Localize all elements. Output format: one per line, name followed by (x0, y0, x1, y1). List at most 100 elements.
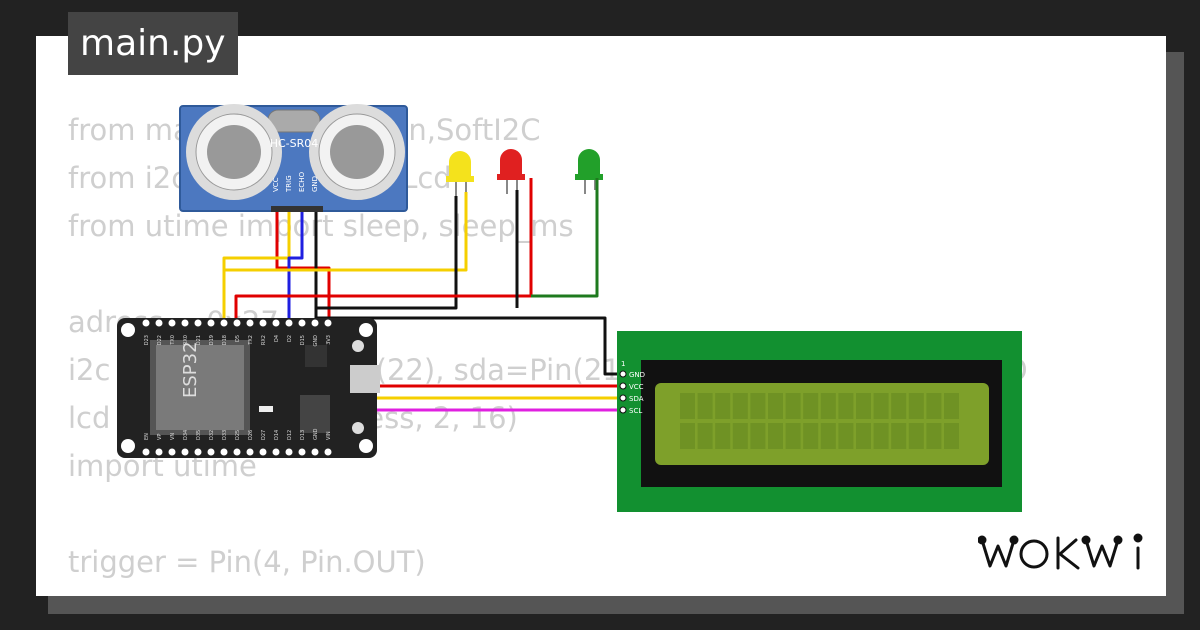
lcd-cell (768, 393, 783, 419)
esp32-top-pin[interactable] (220, 319, 228, 327)
lcd-cell (908, 423, 924, 449)
ultrasonic-sensor[interactable]: HC-SR04 VCC TRIG ECHO GND (179, 104, 408, 212)
lcd-pin[interactable] (619, 382, 627, 390)
lcd-pin[interactable] (619, 370, 627, 378)
esp32-pin-label: D26 (248, 430, 254, 440)
esp32-pin-label: VN (170, 433, 176, 440)
code-line: from utime import sleep, sleep_ms (68, 209, 574, 243)
wire-yellow-led (224, 192, 468, 272)
esp32-bottom-pin[interactable] (285, 448, 293, 456)
esp32-pin-label: D21 (196, 335, 202, 345)
wire-blue-echo (287, 212, 304, 320)
lcd-cell (785, 423, 801, 449)
esp32-pin-label: GND (313, 335, 319, 347)
sensor-pin-label: VCC (272, 177, 280, 192)
esp32-bottom-pin[interactable] (298, 448, 306, 456)
esp32-pin-label: EN (144, 433, 150, 440)
wire-red (275, 212, 331, 320)
wire-yellow-trig (222, 212, 291, 320)
lcd-cell (873, 423, 889, 449)
esp32-pin-label: D4 (274, 335, 280, 342)
esp32-bottom-pin[interactable] (168, 448, 176, 456)
esp32-top-pin[interactable] (142, 319, 150, 327)
lcd-cell (768, 423, 783, 449)
esp32-top-pin[interactable] (311, 319, 319, 327)
esp32-bottom-pin[interactable] (181, 448, 189, 456)
lcd-cell (873, 393, 889, 419)
lcd-cell (856, 393, 871, 419)
lcd-cell (697, 393, 713, 419)
lcd-cell (715, 393, 731, 419)
esp32-bottom-pin[interactable] (324, 448, 332, 456)
esp32-pin-label: D27 (261, 430, 267, 440)
lcd-cell (820, 393, 836, 419)
led-red[interactable] (497, 149, 525, 194)
lcd-cell (750, 423, 766, 449)
esp32-top-pin[interactable] (233, 319, 241, 327)
esp32-pin-label: D23 (144, 335, 150, 345)
esp32-pin-label: VIN (326, 431, 332, 440)
lcd-cell (820, 423, 836, 449)
sensor-pin-label: GND (311, 176, 319, 192)
esp32-bottom-pin[interactable] (142, 448, 150, 456)
lcd-cell (838, 393, 854, 419)
esp32-bottom-pin[interactable] (194, 448, 202, 456)
lcd-cell (785, 393, 801, 419)
lcd-cell (803, 393, 819, 419)
lcd-cell (944, 423, 959, 449)
wire-black-lcd (316, 316, 622, 376)
led-green[interactable] (575, 149, 603, 194)
esp32-pin-label: 3V3 (326, 335, 332, 345)
lcd-cell (891, 423, 907, 449)
esp32-bottom-pin[interactable] (207, 448, 215, 456)
wire-red-led (234, 178, 533, 320)
esp32-bottom-pin[interactable] (311, 448, 319, 456)
esp32-pin-label: D15 (300, 335, 306, 345)
lcd-cell (750, 393, 766, 419)
esp32-bottom-pin[interactable] (272, 448, 280, 456)
esp32-label: ESP32 (180, 341, 201, 398)
esp32-board[interactable]: ESP32 (117, 318, 380, 458)
esp32-top-pin[interactable] (181, 319, 189, 327)
esp32-bottom-pin[interactable] (246, 448, 254, 456)
lcd-pin[interactable] (619, 406, 627, 414)
esp32-pin-label: D34 (183, 430, 189, 440)
esp32-top-pin[interactable] (285, 319, 293, 327)
esp32-pin-label: D33 (222, 430, 228, 440)
lcd-cell (697, 423, 713, 449)
esp32-top-pin[interactable] (298, 319, 306, 327)
lcd-cell (908, 393, 924, 419)
code-line: echo = Pin(2, Pin.IN) (68, 586, 1028, 596)
esp32-pin-label: D5 (235, 335, 241, 342)
lcd-character-grid (680, 393, 959, 449)
sensor-pin-label: ECHO (298, 171, 306, 192)
file-tab[interactable]: main.py (68, 12, 238, 75)
esp32-top-pin[interactable] (259, 319, 267, 327)
lcd-pin-label: VCC (629, 383, 644, 391)
lcd-cell (732, 423, 748, 449)
sensor-pin-label: TRIG (285, 175, 293, 193)
sensor-label: HC-SR04 (270, 137, 319, 150)
esp32-bottom-pin[interactable] (259, 448, 267, 456)
esp32-top-pin[interactable] (168, 319, 176, 327)
esp32-top-pin[interactable] (272, 319, 280, 327)
esp32-top-pin[interactable] (324, 319, 332, 327)
esp32-pin-label: D19 (209, 335, 215, 345)
esp32-bottom-pin[interactable] (155, 448, 163, 456)
esp32-top-pin[interactable] (155, 319, 163, 327)
lcd-pin-label: SDA (629, 395, 644, 403)
lcd-pin-number: 1 (621, 360, 625, 368)
led-yellow[interactable] (446, 151, 474, 196)
esp32-pin-label: D18 (222, 335, 228, 345)
lcd-module[interactable]: 1 (617, 331, 1022, 512)
esp32-bottom-pin[interactable] (233, 448, 241, 456)
lcd-cell (732, 393, 748, 419)
esp32-top-pin[interactable] (194, 319, 202, 327)
esp32-top-pin[interactable] (207, 319, 215, 327)
lcd-pin[interactable] (619, 394, 627, 402)
lcd-cell (838, 423, 854, 449)
esp32-bottom-pin[interactable] (220, 448, 228, 456)
esp32-top-pin[interactable] (246, 319, 254, 327)
esp32-pin-label: TX2 (248, 335, 254, 346)
